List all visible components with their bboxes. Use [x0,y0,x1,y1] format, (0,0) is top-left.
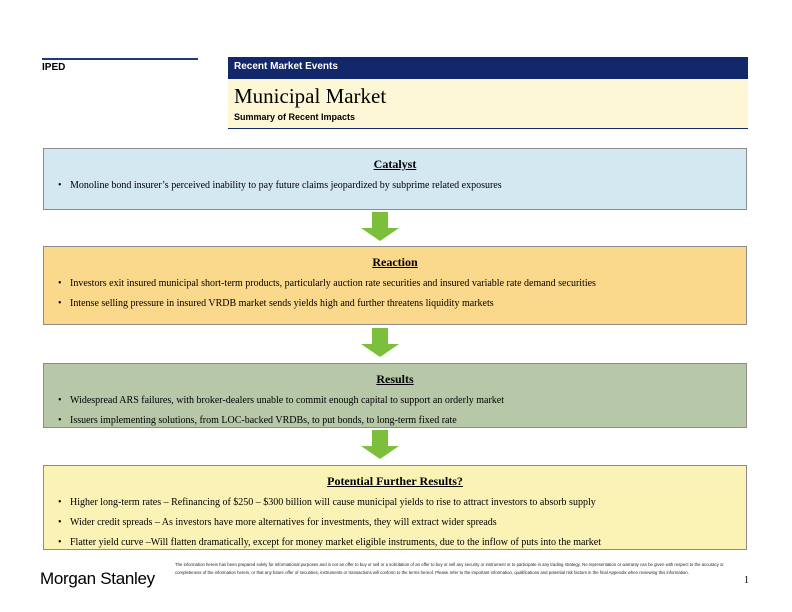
down-arrow-icon [361,328,399,357]
further-results-box: Potential Further Results? Higher long-t… [43,465,747,553]
page-number: 1 [744,575,749,586]
reaction-list: Investors exit insured municipal short-t… [44,274,746,314]
list-item: Higher long-term rates – Refinancing of … [58,493,746,513]
list-item: Monoline bond insurer’s perceived inabil… [58,176,746,196]
reaction-title: Reaction [372,255,418,269]
title-box: Municipal Market Summary of Recent Impac… [228,79,748,129]
catalyst-title: Catalyst [373,157,417,171]
list-item: Investors exit insured municipal short-t… [58,274,746,294]
header-bar-text: Recent Market Events [234,61,338,72]
results-list: Widespread ARS failures, with broker-dea… [44,391,746,431]
results-title: Results [376,372,414,386]
list-item: Wider credit spreads – As investors have… [58,513,746,533]
down-arrow-icon [361,212,399,241]
list-item: Issuers implementing solutions, from LOC… [58,411,746,431]
catalyst-list: Monoline bond insurer’s perceived inabil… [44,176,746,196]
catalyst-box: Catalyst Monoline bond insurer’s perceiv… [43,148,747,210]
further-results-title: Potential Further Results? [327,474,463,488]
morgan-stanley-logo: Morgan Stanley [40,569,155,588]
page-subtitle: Summary of Recent Impacts [234,112,356,122]
list-item: Widespread ARS failures, with broker-dea… [58,391,746,411]
page-title: Municipal Market [234,84,387,108]
down-arrow-icon [361,430,399,459]
disclaimer-text: The information herein has been prepared… [175,562,724,575]
header-rule [42,58,198,60]
further-results-list: Higher long-term rates – Refinancing of … [44,493,746,553]
list-item: Flatter yield curve –Will flatten dramat… [58,533,746,553]
reaction-box: Reaction Investors exit insured municipa… [43,246,747,325]
section-label: IPED [42,62,66,73]
results-box: Results Widespread ARS failures, with br… [43,363,747,431]
list-item: Intense selling pressure in insured VRDB… [58,294,746,314]
header-bar: Recent Market Events [228,57,748,79]
